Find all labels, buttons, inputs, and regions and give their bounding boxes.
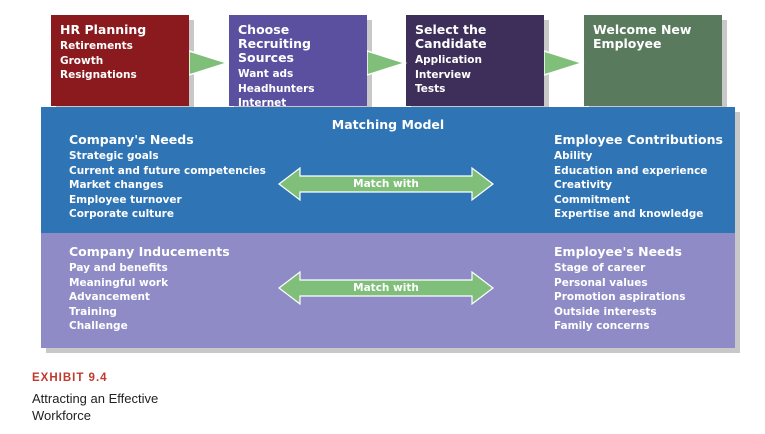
matching-band-bottom: Company Inducements Pay and benefits Mea… bbox=[41, 233, 735, 348]
list-item: Family concerns bbox=[554, 320, 650, 333]
stage-title: Welcome New Employee bbox=[593, 22, 692, 51]
stage-item: Application bbox=[415, 54, 482, 66]
column-heading: Company Inducements bbox=[69, 244, 230, 259]
double-arrow-icon bbox=[278, 271, 494, 305]
list-item: Stage of career bbox=[554, 262, 646, 274]
list-item: Current and future competencies bbox=[69, 164, 266, 177]
stage-choose-recruiting-sources: Choose Recruiting Sources Want ads Headh… bbox=[229, 15, 367, 109]
matching-band-top: Matching Model Company's Needs Strategic… bbox=[41, 107, 735, 233]
list-item: Market changes bbox=[69, 179, 164, 192]
stage-title: Choose Recruiting Sources bbox=[238, 22, 311, 65]
list-item: Promotion aspirations bbox=[554, 291, 686, 304]
list-item: Training bbox=[69, 305, 117, 318]
double-arrow-icon bbox=[278, 167, 494, 201]
stage-item: Internet bbox=[238, 97, 287, 109]
flow-arrow-icon bbox=[544, 50, 585, 76]
stage-item: Interview bbox=[415, 68, 471, 81]
arrow-label: Match with bbox=[353, 178, 419, 190]
list-item: Education and experience bbox=[554, 164, 708, 177]
list-item: Expertise and knowledge bbox=[554, 208, 704, 221]
arrow-label: Match with bbox=[353, 282, 419, 294]
list-item: Personal values bbox=[554, 276, 648, 289]
list-item: Meaningful work bbox=[69, 276, 169, 289]
stage-item: Growth bbox=[60, 54, 104, 67]
list-item: Creativity bbox=[554, 179, 613, 192]
stage-title: Select the Candidate bbox=[415, 22, 487, 51]
match-with-arrow: Match with bbox=[278, 271, 494, 305]
list-item: Ability bbox=[554, 150, 593, 162]
list-item: Challenge bbox=[69, 320, 128, 333]
list-item: Corporate culture bbox=[69, 208, 174, 221]
caption-line: Attracting an Effective bbox=[32, 391, 159, 406]
stage-item: Headhunters bbox=[238, 82, 315, 95]
list-item: Commitment bbox=[554, 193, 630, 206]
company-inducements: Company Inducements Pay and benefits Mea… bbox=[69, 244, 230, 334]
flow-arrow-icon bbox=[189, 50, 230, 76]
caption-line: Workforce bbox=[32, 408, 91, 423]
employee-needs: Employee's Needs Stage of career Persona… bbox=[554, 244, 685, 334]
list-item: Advancement bbox=[69, 291, 150, 304]
matching-model-title: Matching Model bbox=[331, 117, 445, 132]
company-needs: Company's Needs Strategic goals Current … bbox=[69, 132, 266, 222]
list-item: Outside interests bbox=[554, 305, 657, 318]
column-heading: Employee's Needs bbox=[554, 244, 682, 259]
stage-item: Want ads bbox=[238, 68, 294, 80]
list-item: Strategic goals bbox=[69, 150, 159, 162]
list-item: Employee turnover bbox=[69, 193, 182, 206]
stage-item: Retirements bbox=[60, 40, 133, 52]
stage-item: Tests bbox=[415, 83, 446, 95]
column-heading: Employee Contributions bbox=[554, 132, 723, 147]
stage-title: HR Planning bbox=[60, 22, 147, 37]
stage-select-the-candidate: Select the Candidate Application Intervi… bbox=[406, 15, 544, 106]
exhibit-caption: Attracting an Effective Workforce bbox=[32, 390, 158, 424]
match-with-arrow: Match with bbox=[278, 167, 494, 201]
employee-contributions: Employee Contributions Ability Education… bbox=[554, 132, 723, 222]
list-item: Pay and benefits bbox=[69, 262, 168, 274]
column-heading: Company's Needs bbox=[69, 132, 194, 147]
flow-arrow-icon bbox=[367, 50, 408, 76]
stage-item: Resignations bbox=[60, 69, 137, 81]
exhibit-number: EXHIBIT 9.4 bbox=[32, 372, 108, 384]
stage-hr-planning: HR Planning Retirements Growth Resignati… bbox=[51, 15, 189, 106]
stage-welcome-new-employee: Welcome New Employee bbox=[584, 15, 722, 106]
